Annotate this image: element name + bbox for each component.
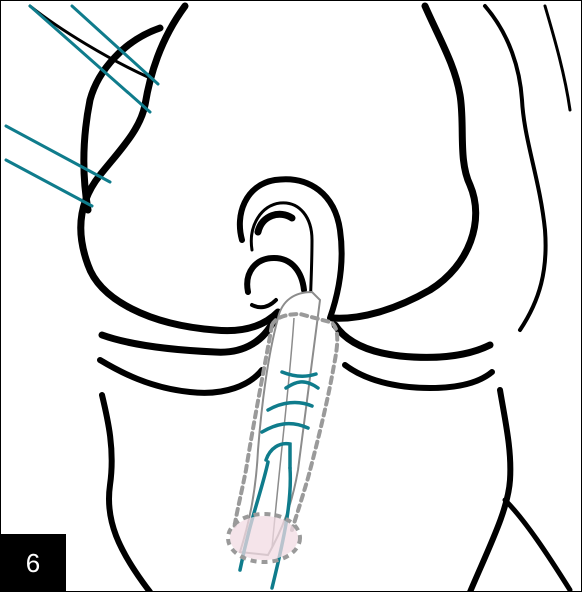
tibia-outline [102, 390, 570, 592]
step-number: 6 [26, 548, 40, 579]
step-badge: 6 [0, 534, 66, 592]
graft-end-highlight [228, 514, 300, 562]
